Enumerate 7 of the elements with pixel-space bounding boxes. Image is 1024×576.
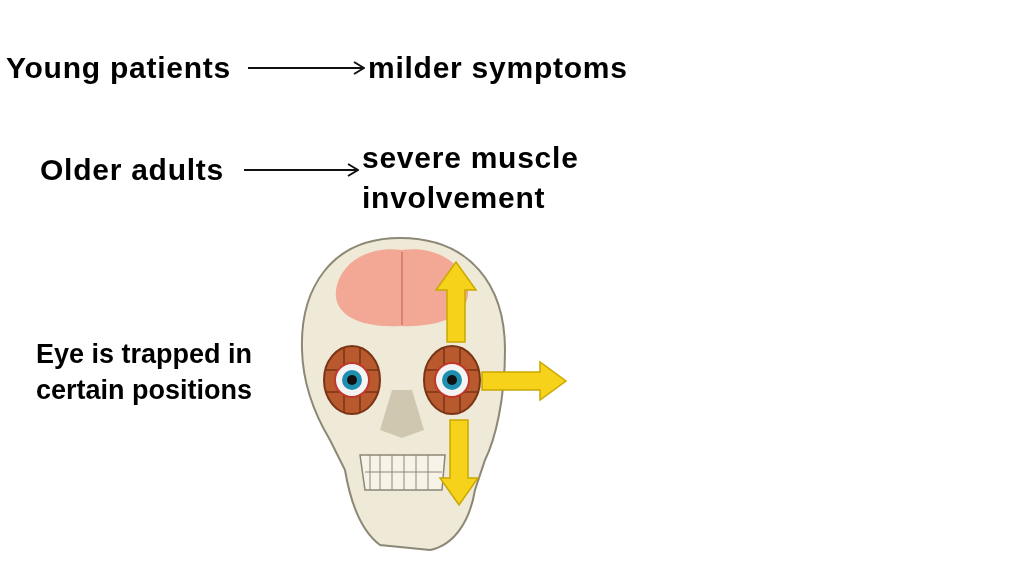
node-text: severe muscle involvement [362, 140, 580, 216]
node-text: Young patients [6, 50, 232, 86]
arrow [247, 61, 365, 75]
note-text: Eye is trapped in certain positions [36, 338, 254, 407]
node-text: milder symptoms [368, 50, 629, 86]
arrow [243, 163, 359, 177]
node-text: Older adults [40, 152, 226, 188]
